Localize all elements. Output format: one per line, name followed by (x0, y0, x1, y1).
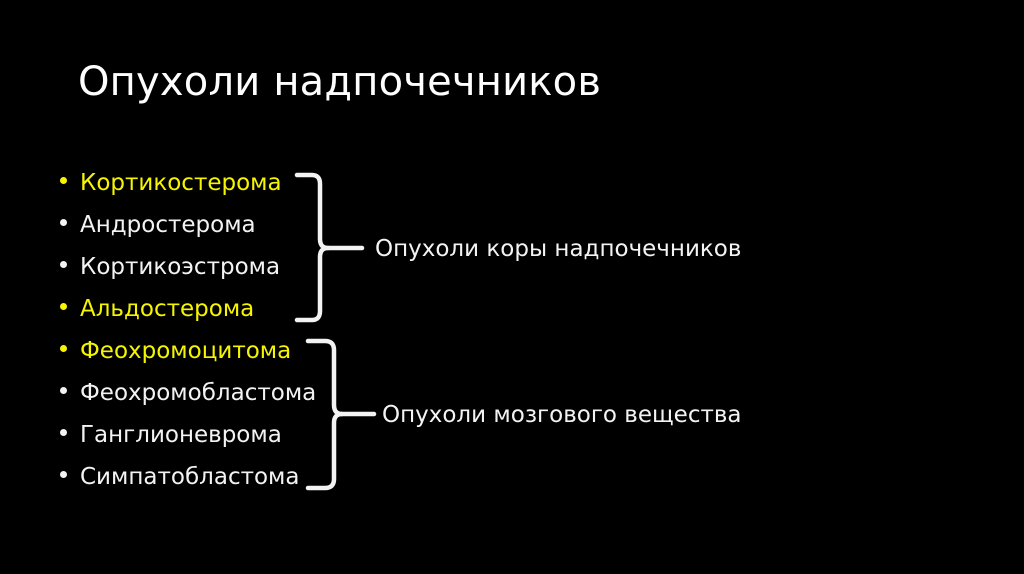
tumor-list: Кортикостерома Андростерома Кортикоэстро… (60, 162, 360, 498)
bullet-dot-icon (60, 261, 67, 268)
list-item: Симпатобластома (60, 456, 360, 498)
list-item: Феохромобластома (60, 372, 360, 414)
page-title: Опухоли надпочечников (78, 59, 602, 105)
bullet-dot-icon (60, 471, 67, 478)
bullet-dot-icon (60, 345, 67, 352)
list-item-label: Ганглионеврома (80, 422, 282, 448)
list-item: Кортикостерома (60, 162, 360, 204)
list-item-label: Феохромоцитома (80, 338, 292, 364)
list-item: Ганглионеврома (60, 414, 360, 456)
list-item-label: Симпатобластома (80, 464, 300, 490)
list-item-label: Кортикоэстрома (80, 254, 281, 280)
list-item-label: Альдостерома (80, 296, 255, 322)
list-item-label: Андростерома (80, 212, 256, 238)
list-item: Андростерома (60, 204, 360, 246)
bullet-dot-icon (60, 303, 67, 310)
bullet-dot-icon (60, 177, 67, 184)
list-item-label: Кортикостерома (80, 170, 282, 196)
group-label-cortex: Опухоли коры надпочечников (375, 236, 742, 262)
list-item: Феохромоцитома (60, 330, 360, 372)
list-item: Кортикоэстрома (60, 246, 360, 288)
group-label-medulla: Опухоли мозгового вещества (382, 402, 742, 428)
bullet-dot-icon (60, 387, 67, 394)
bullet-dot-icon (60, 429, 67, 436)
bullet-dot-icon (60, 219, 67, 226)
list-item-label: Феохромобластома (80, 380, 317, 406)
list-item: Альдостерома (60, 288, 360, 330)
